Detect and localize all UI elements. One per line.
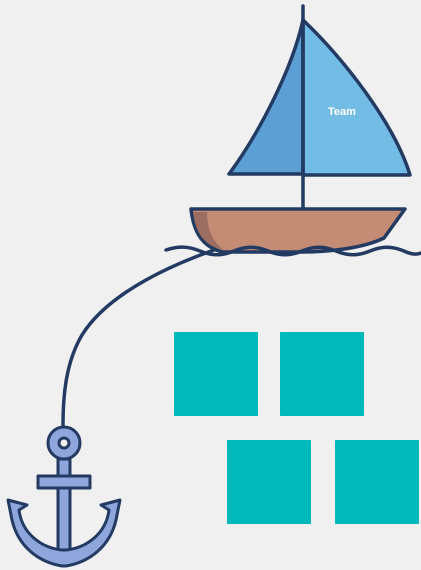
sticky-note-2[interactable]: [280, 332, 364, 416]
sail-left: [229, 20, 303, 174]
sail: Team: [229, 20, 410, 175]
sail-right: [303, 20, 410, 175]
sticky-note-4[interactable]: [335, 440, 419, 524]
anchor-icon: [8, 427, 120, 566]
sticky-note-1[interactable]: [174, 332, 258, 416]
sail-label[interactable]: Team: [328, 106, 356, 118]
sticky-note-3[interactable]: [227, 440, 311, 524]
boat-hull: [191, 209, 405, 252]
